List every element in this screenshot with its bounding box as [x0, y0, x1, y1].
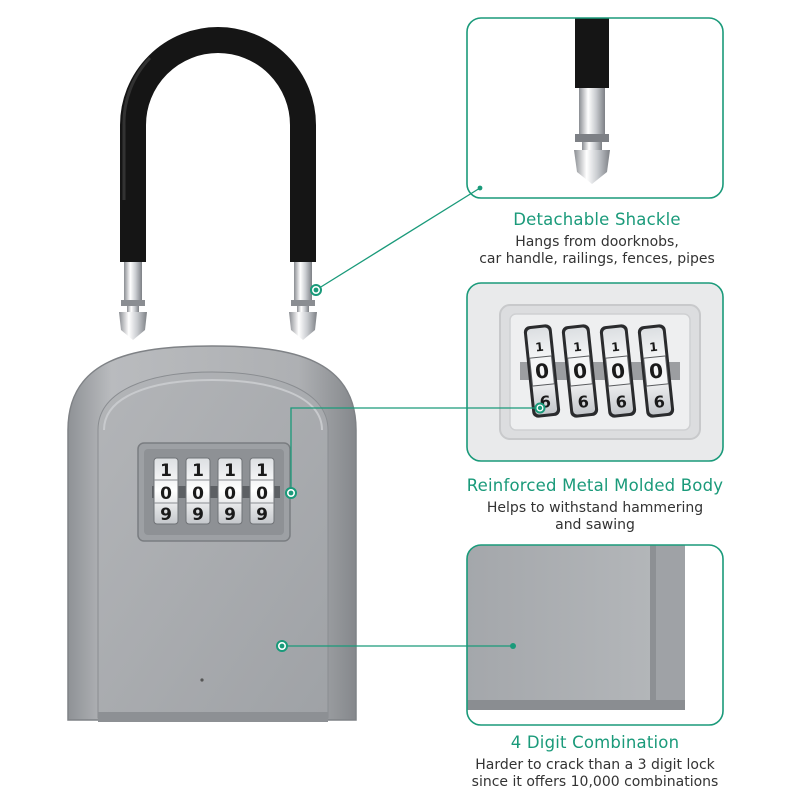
combination-wheel[interactable]: 1 09	[185, 457, 211, 525]
dial-digit-middle: 0	[572, 358, 588, 383]
feature-reinforced-body: Reinforced Metal Molded Body Helps to wi…	[440, 476, 750, 534]
feature-description-line: car handle, railings, fences, pipes	[479, 251, 715, 267]
feature-description-line: Harder to crack than a 3 digit lock	[475, 757, 715, 773]
dial-digit-top: 1	[649, 340, 659, 355]
dial-digit-middle: 0	[192, 484, 204, 504]
feature-title: Reinforced Metal Molded Body	[466, 476, 724, 495]
combination-wheel-close-up: 1 0 9	[599, 324, 637, 418]
dial-digit-bottom: 9	[224, 505, 236, 525]
callout-dots	[276, 185, 546, 652]
feature-title: Detachable Shackle	[513, 210, 681, 229]
combination-wheel-close-up: 109	[523, 324, 561, 418]
dial-digit-middle: 0	[610, 358, 626, 383]
combination-wheel-close-up: 1 0 9	[561, 324, 599, 418]
shackle	[119, 27, 317, 340]
inset-body-detail	[466, 544, 724, 726]
dial-digit-bottom: 9	[577, 391, 590, 411]
combination-wheel[interactable]: 1 09	[249, 457, 275, 525]
dial-digit-middle: 0	[534, 358, 550, 383]
combination-wheel[interactable]: 1 09	[217, 457, 243, 525]
dial-digit-top: 1	[611, 340, 621, 355]
dial-digit-bottom: 9	[653, 391, 666, 411]
feature-description-line: Hangs from doorknobs,	[515, 234, 679, 250]
dial-digit-bottom: 9	[615, 391, 628, 411]
dial-digit-top: 1	[192, 461, 204, 481]
dial-digit-middle: 0	[224, 484, 236, 504]
dial-digit-middle: 0	[160, 484, 172, 504]
dial-digit-top: 1	[535, 340, 545, 355]
feature-4-digit-combination: 4 Digit Combination Harder to crack than…	[450, 733, 740, 791]
dial-digit-bottom: 9	[192, 505, 204, 525]
inset-shackle-detail	[466, 17, 724, 199]
dial-digit-top: 1	[573, 340, 583, 355]
dial-digit-top: 1	[224, 461, 236, 481]
combination-wheel-close-up: 1 0 9	[637, 324, 675, 418]
feature-description-line: and sawing	[555, 517, 635, 533]
feature-description-line: Helps to withstand hammering	[486, 500, 704, 516]
feature-detachable-shackle: Detachable Shackle Hangs from doorknobs,…	[452, 210, 742, 268]
dial-digit-middle: 0	[256, 484, 268, 504]
dial-digit-top: 1	[256, 461, 268, 481]
combination-wheel[interactable]: 1 09	[153, 457, 179, 525]
callout-lines	[282, 187, 540, 647]
dial-digit-bottom: 9	[160, 505, 172, 525]
dial-digit-bottom: 9	[256, 505, 268, 525]
feature-description-line: since it offers 10,000 combinations	[471, 774, 719, 790]
feature-title: 4 Digit Combination	[510, 733, 680, 752]
dial-digit-middle: 0	[648, 358, 664, 383]
dial-digit-top: 1	[160, 461, 172, 481]
